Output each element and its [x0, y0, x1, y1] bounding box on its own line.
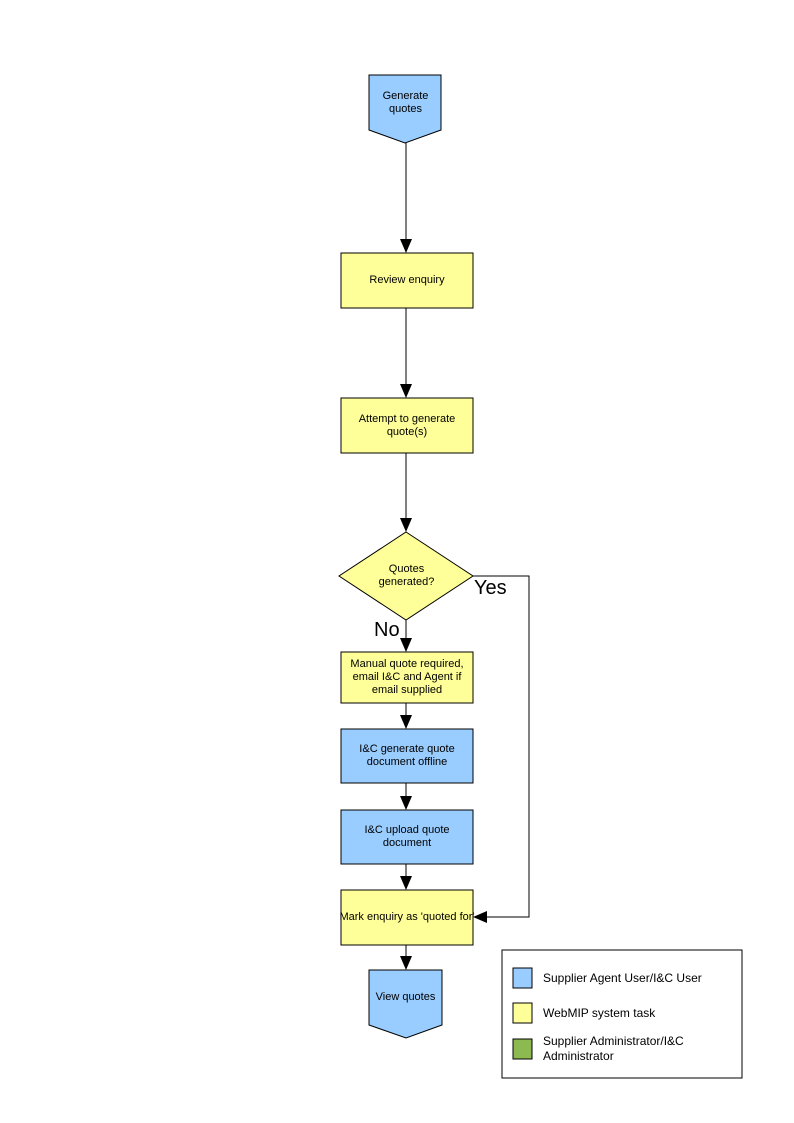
ic-upload-label: I&C upload quote document	[364, 824, 450, 849]
connector-review-to-attempt	[400, 308, 412, 398]
connector-yes-branch	[473, 575, 530, 923]
connector-icupload-to-mark	[400, 864, 412, 890]
connector-generate-to-review	[400, 143, 412, 253]
review-enquiry-label: Review enquiry	[369, 274, 445, 286]
node-quotes-generated-decision	[338, 531, 474, 621]
mark-enquiry-label: Mark enquiry as 'quoted for'	[339, 911, 475, 923]
legend-swatch-user	[512, 967, 533, 989]
legend-label-user: Supplier Agent User/I&C User	[543, 970, 702, 985]
legend-label-admin: Supplier Administrator/I&C Administrator	[543, 1034, 684, 1063]
connector-manual-to-icgen	[400, 703, 412, 729]
legend-swatch-system	[512, 1002, 533, 1024]
node-view-quotes	[368, 969, 443, 1039]
node-ic-generate-offline	[340, 728, 474, 784]
attempt-generate-label: Attempt to generate quote(s)	[358, 412, 456, 438]
node-attempt-generate	[340, 397, 474, 454]
node-mark-enquiry	[340, 889, 474, 946]
legend-box	[501, 949, 743, 1079]
node-ic-upload	[340, 809, 474, 865]
generate-quotes-label: Generate quotes	[382, 89, 429, 115]
quotes-generated-label: Quotes generated?	[378, 563, 435, 588]
node-review-enquiry	[340, 252, 474, 309]
connector-icgen-to-icupload	[400, 783, 412, 810]
connector-mark-to-view	[400, 945, 412, 970]
node-manual-quote	[340, 651, 474, 704]
no-branch-label: No	[374, 619, 400, 641]
connector-attempt-to-decision	[400, 453, 412, 532]
legend-label-system: WebMIP system task	[543, 1005, 656, 1020]
yes-branch-label: Yes	[474, 577, 507, 599]
legend-swatch-admin	[512, 1038, 533, 1060]
node-generate-quotes	[368, 74, 442, 144]
manual-quote-label: Manual quote required, email I&C and Age…	[350, 658, 464, 696]
ic-generate-offline-label: I&C generate quote document offline	[359, 743, 455, 768]
connector-no-branch	[400, 620, 412, 652]
view-quotes-label: View quotes	[375, 991, 436, 1003]
